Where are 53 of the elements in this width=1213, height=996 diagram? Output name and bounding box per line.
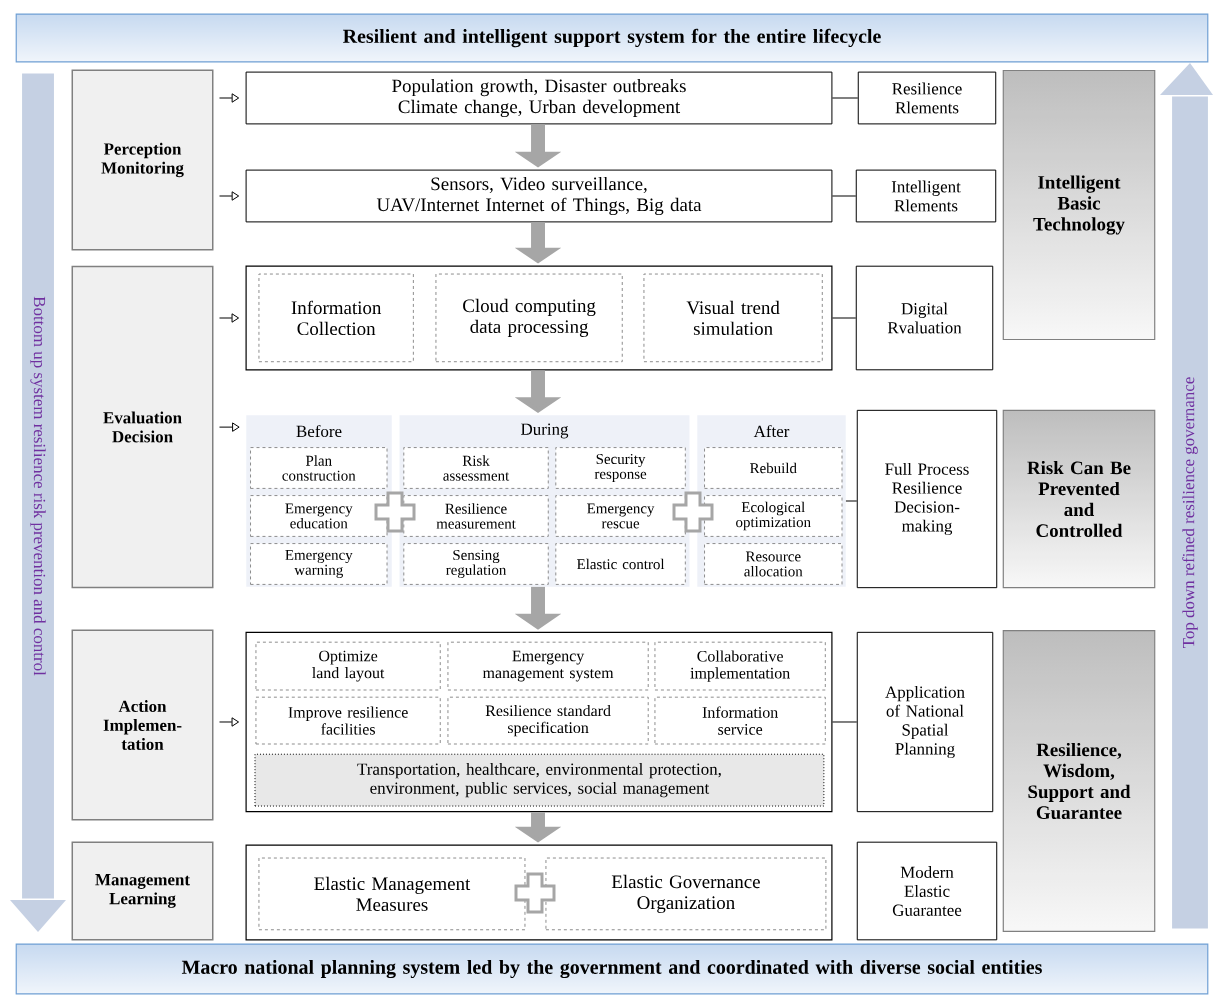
arrow [219, 717, 240, 727]
dashed-box: Plan construction [250, 447, 388, 489]
dashed-box: Resilience measurement [403, 495, 549, 537]
arrow [219, 313, 240, 323]
arrow [219, 93, 240, 103]
stage-box: Action Implemen-tation [71, 629, 214, 821]
theme-box: Resilience, Wisdom, Support and Guarantee [1002, 629, 1156, 933]
dashed-box: Emergency management system [447, 641, 649, 691]
dashed-box: Sensing regulation [403, 543, 549, 585]
dashed-box: Emergency education [250, 495, 388, 537]
text-box: Sensors, Video surveillance, UAV/Internet Internet of Things, Big data [245, 169, 833, 223]
dashed-box: Elastic control [555, 543, 686, 585]
dashed-box: Collaborative implementation [654, 641, 826, 691]
dashed-box: Information service [654, 696, 826, 745]
arrow [219, 191, 240, 201]
vertical-arrow-band: Bottom up system resilience risk prevention and control [10, 73, 66, 932]
text-box: Resilience Rlements [857, 71, 997, 125]
text-box: Application of National Spatial Planning [856, 631, 994, 813]
arrow [219, 422, 240, 432]
dashed-box: Elastic Management Measures [258, 857, 526, 931]
dashed-box: Risk assessment [403, 447, 549, 489]
dashed-box: Resource allocation [704, 543, 843, 585]
vertical-arrow-band: Top down refined resilience governance [1160, 63, 1213, 929]
dashed-box: Rebuild [704, 447, 843, 489]
dashed-box: Security response [555, 447, 686, 489]
dashed-box: Emergency warning [250, 543, 388, 585]
dashed-box: Improve resilience facilities [255, 696, 441, 745]
stage-box: Perception Monitoring [71, 69, 214, 251]
dotted-box: Transportation, healthcare, environmental protection, environment, public services, social management [254, 753, 825, 807]
dashed-box: Resilience standard specification [447, 696, 649, 745]
stage-box: Evaluation Decision [71, 265, 214, 589]
theme-box: Intelligent Basic Technology [1002, 69, 1156, 341]
text-box: Population growth, Disaster outbreaks Climate change, Urban development [245, 71, 833, 125]
text-box: Intelligent Rlements [855, 169, 997, 223]
title-banner: Macro national planning system led by the government and coordinated with diverse social entities [15, 943, 1209, 995]
dashed-box: Cloud computing data processing [435, 273, 623, 363]
connector-line [832, 721, 858, 723]
dashed-box: Visual trend simulation [643, 273, 823, 363]
dashed-box: Emergency rescue [555, 495, 686, 537]
text-box: Digital Rvaluation [855, 265, 994, 371]
connector-line [845, 500, 858, 502]
connector-line [831, 97, 859, 99]
title-banner: Resilient and intelligent support system for the entire lifecycle [15, 13, 1209, 63]
dashed-box: Optimize land layout [255, 641, 441, 691]
dashed-box: Ecological optimization [704, 495, 843, 537]
text-box: Modern Elastic Guarantee [856, 841, 998, 941]
theme-box: Risk Can Be Prevented and Controlled [1002, 409, 1156, 589]
dashed-box: Elastic Governance Organization [545, 857, 827, 931]
text-box: Full Process Resilience Decision-making [856, 409, 998, 589]
connector-line [831, 195, 857, 197]
connector-line [832, 317, 857, 319]
dashed-box: Information Collection [258, 273, 414, 363]
stage-box: Management Learning [71, 841, 214, 941]
